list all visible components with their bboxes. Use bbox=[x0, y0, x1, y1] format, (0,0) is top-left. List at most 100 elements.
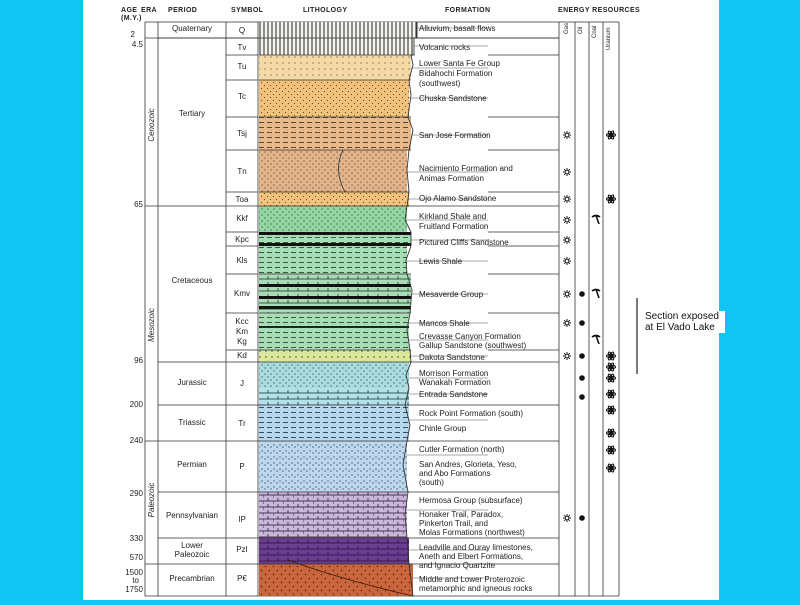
litho-mancos bbox=[259, 313, 409, 350]
symbol-label: J bbox=[240, 379, 244, 388]
era-mesozoic: Mesozoic bbox=[147, 308, 156, 342]
uranium-atom-icon bbox=[605, 389, 617, 399]
formation-label: and Abo Formations bbox=[419, 469, 491, 478]
slide-content: AGE (M.Y.) ERA PERIOD SYMBOL LITHOLOGY F… bbox=[83, 0, 719, 600]
litho-kirtland bbox=[259, 206, 407, 232]
litho-proterozoic bbox=[259, 564, 413, 596]
litho-ojo-alamo bbox=[259, 192, 409, 206]
formation-leaders bbox=[407, 27, 488, 579]
oil-dot-icon bbox=[579, 291, 585, 297]
formation-label: Pictured Cliffs Sandstone bbox=[419, 238, 509, 247]
litho-santa-fe bbox=[259, 55, 411, 80]
litho-chinle bbox=[259, 405, 409, 441]
litho-coal-seam bbox=[259, 243, 411, 246]
age-column: 2 4.5 65 96 200 240 290 330 570 1500 to … bbox=[125, 30, 143, 594]
formation-label: Lower Santa Fe Group bbox=[419, 59, 500, 68]
age-label: 1750 bbox=[125, 585, 143, 594]
period-triassic: Triassic bbox=[178, 418, 205, 427]
formation-label: Cutler Formation (north) bbox=[419, 445, 505, 454]
uranium-atom-icon bbox=[605, 463, 617, 473]
header-symbol: SYMBOL bbox=[231, 7, 264, 14]
uranium-atom-icon bbox=[605, 351, 617, 361]
litho-cutler bbox=[259, 441, 407, 492]
formation-label: Volcanic rocks bbox=[419, 43, 470, 52]
header-formation: FORMATION bbox=[445, 7, 490, 14]
formation-label: Pinkerton Trail, and bbox=[419, 519, 488, 528]
oil-dot-icon bbox=[579, 320, 585, 326]
formation-label: Middle and Lower Proterozoic bbox=[419, 575, 525, 584]
symbol-label: Toa bbox=[236, 195, 249, 204]
symbol-label: IP bbox=[238, 515, 246, 524]
gas-star-icon bbox=[563, 195, 571, 203]
symbol-label: Kg bbox=[237, 337, 247, 346]
formation-label: Bidahochi Formation bbox=[419, 69, 492, 78]
oil-dot-icon bbox=[579, 394, 585, 400]
formation-label: and Ignacio Quartzite bbox=[419, 561, 496, 570]
uranium-atom-icon bbox=[605, 194, 617, 204]
litho-volcanic bbox=[259, 38, 414, 55]
formation-label: Dakota Sandstone bbox=[419, 353, 485, 362]
header-age-unit: (M.Y.) bbox=[121, 15, 142, 22]
coal-pick-icon bbox=[591, 288, 601, 299]
formation-label: Rock Point Formation (south) bbox=[419, 409, 523, 418]
resource-uranium-label: Uranium bbox=[606, 27, 612, 50]
period-precambrian: Precambrian bbox=[169, 574, 214, 583]
litho-entrada bbox=[259, 388, 409, 405]
age-label: to bbox=[132, 576, 139, 585]
age-label: 570 bbox=[130, 553, 144, 562]
resource-column-labels: Gas Oil Coal Uranium bbox=[564, 23, 612, 50]
period-quaternary: Quaternary bbox=[172, 24, 212, 33]
resource-gas-label: Gas bbox=[564, 23, 570, 34]
symbol-label: PzI bbox=[236, 545, 248, 554]
litho-nacimiento bbox=[259, 150, 407, 192]
age-label: 330 bbox=[130, 534, 144, 543]
coal-pick-icon bbox=[591, 334, 601, 345]
litho-unconformity bbox=[287, 559, 414, 597]
era-cenozoic: Cenozoic bbox=[147, 108, 156, 141]
litho-coal-seam bbox=[259, 306, 411, 309]
era-paleozoic: Paleozoic bbox=[147, 483, 156, 518]
formation-label: Molas Formations (northwest) bbox=[419, 528, 525, 537]
symbol-label: Kkf bbox=[236, 214, 248, 223]
litho-coal-seam bbox=[259, 284, 411, 287]
litho-weathering-profile bbox=[402, 22, 418, 597]
gas-star-icon bbox=[563, 352, 571, 360]
formation-label: San Jose Formation bbox=[419, 131, 491, 140]
formation-label: Leadville and Ouray limestones, bbox=[419, 543, 533, 552]
formation-label: Lewis Shale bbox=[419, 257, 463, 266]
gas-star-icon bbox=[563, 168, 571, 176]
symbol-label: Kls bbox=[236, 256, 247, 265]
litho-lewis bbox=[259, 246, 407, 274]
formation-label: Entrada Sandstone bbox=[419, 390, 488, 399]
period-paleozoic: Paleozoic bbox=[175, 550, 210, 559]
litho-morrison bbox=[259, 362, 409, 388]
formation-label: San Andres, Glorieta, Yeso, bbox=[419, 460, 517, 469]
formation-label: Mesaverde Group bbox=[419, 290, 484, 299]
formation-label: Chuska Sandstone bbox=[419, 94, 487, 103]
uranium-atom-icon bbox=[605, 373, 617, 383]
formation-label: Ojo Alamo Sandstone bbox=[419, 194, 497, 203]
formation-label: Aneth and Elbert Formations, bbox=[419, 552, 523, 561]
resource-icons bbox=[563, 130, 617, 522]
symbol-label: Tsj bbox=[237, 129, 247, 138]
litho-pictured-cliffs bbox=[259, 232, 411, 246]
age-label: 290 bbox=[130, 489, 144, 498]
gas-star-icon bbox=[563, 290, 571, 298]
gas-star-icon bbox=[563, 514, 571, 522]
period-lower: Lower bbox=[181, 541, 203, 550]
symbol-label: P bbox=[239, 462, 244, 471]
age-label: 1500 bbox=[125, 568, 143, 577]
era-column: Cenozoic Mesozoic Paleozoic bbox=[147, 108, 156, 517]
age-label: 65 bbox=[134, 200, 143, 209]
litho-chuska bbox=[259, 80, 409, 117]
header-age: AGE bbox=[121, 7, 137, 14]
symbol-label: Kpc bbox=[235, 235, 249, 244]
formation-column: Alluvium, basalt flows Volcanic rocks Lo… bbox=[419, 24, 533, 593]
resource-oil-label: Oil bbox=[578, 27, 584, 34]
gas-star-icon bbox=[563, 236, 571, 244]
litho-hermosa bbox=[259, 492, 407, 538]
formation-label: Animas Formation bbox=[419, 174, 484, 183]
period-jurassic: Jurassic bbox=[177, 378, 206, 387]
symbol-label: Kcc bbox=[235, 317, 248, 326]
